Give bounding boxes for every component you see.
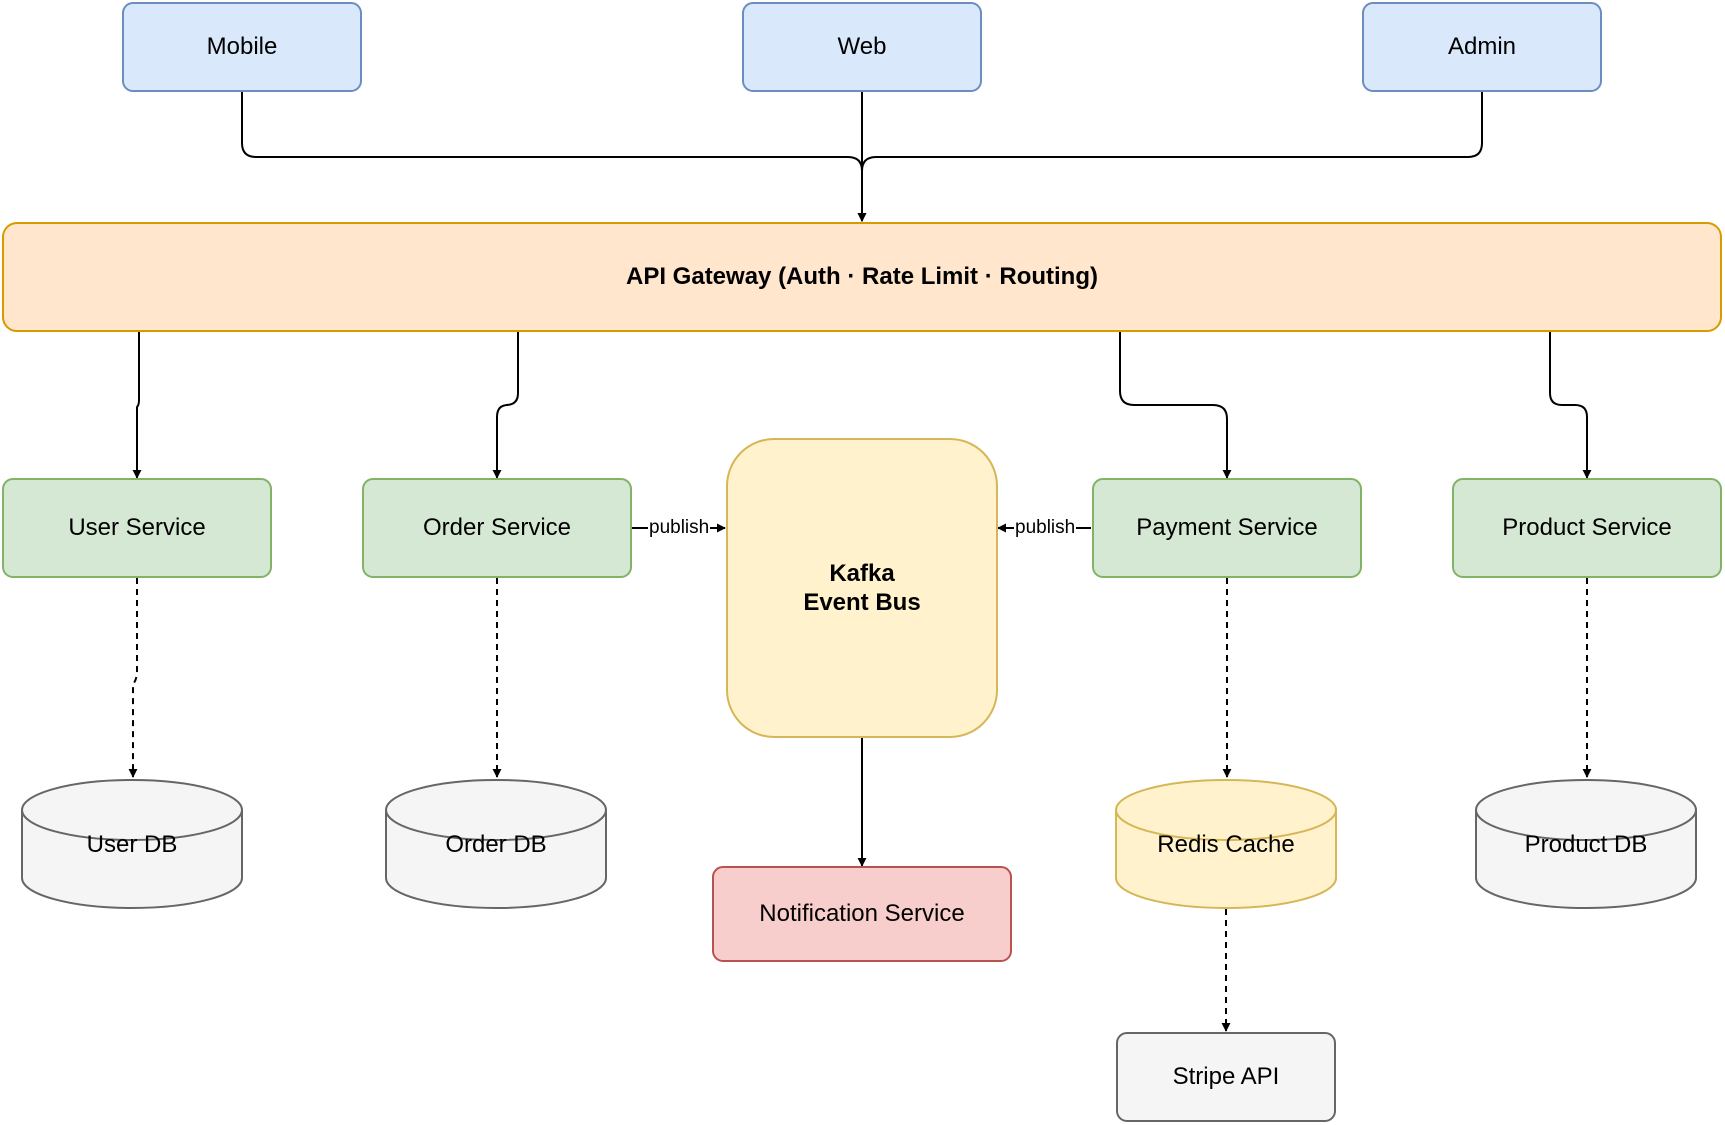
edge-gateway-to-order-service <box>492 332 519 479</box>
edge-gateway-to-user-service <box>132 332 142 479</box>
redis-cache-label: Redis Cache <box>1157 831 1295 858</box>
order-service[interactable]: Order Service <box>362 478 632 578</box>
user-service[interactable]: User Service <box>2 478 272 578</box>
redis-cache-cylinder <box>1115 779 1337 909</box>
order-db-label: Order DB <box>445 831 547 858</box>
product-service-label: Product Service <box>1502 514 1672 541</box>
api-gateway[interactable]: API Gateway (Auth · Rate Limit · Routing… <box>2 222 1722 332</box>
stripe-api[interactable]: Stripe API <box>1116 1032 1336 1122</box>
order-db-cylinder <box>385 779 607 909</box>
api-gateway-label: API Gateway (Auth · Rate Limit · Routing… <box>626 263 1098 290</box>
admin-client-label: Admin <box>1447 33 1517 60</box>
mobile-client[interactable]: Mobile <box>122 2 362 92</box>
payment-service-label: Payment Service <box>1136 514 1318 541</box>
edge-admin-to-gateway <box>857 92 1483 222</box>
edge-gateway-to-product-service <box>1549 332 1592 479</box>
user-db-label: User DB <box>86 831 178 858</box>
edge-mobile-to-gateway <box>241 92 867 222</box>
web-client[interactable]: Web <box>742 2 982 92</box>
kafka-label-line2: Event Bus <box>803 589 921 616</box>
notification-service-label: Notification Service <box>759 900 965 927</box>
web-client-label: Web <box>837 33 887 60</box>
product-db-label: Product DB <box>1524 831 1648 858</box>
order-service-label: Order Service <box>422 514 572 541</box>
product-db-cylinder <box>1475 779 1697 909</box>
stripe-api-label: Stripe API <box>1172 1063 1280 1090</box>
product-service[interactable]: Product Service <box>1452 478 1722 578</box>
kafka-event-bus[interactable]: Kafka Event Bus <box>726 438 998 738</box>
edge-user-service-to-user-db <box>128 578 138 778</box>
payment-service[interactable]: Payment Service <box>1092 478 1362 578</box>
order-publish-label: publish <box>648 517 711 539</box>
edge-gateway-to-payment-service <box>1119 332 1232 479</box>
admin-client[interactable]: Admin <box>1362 2 1602 92</box>
notification-service[interactable]: Notification Service <box>712 866 1012 962</box>
user-db-cylinder <box>21 779 243 909</box>
user-service-label: User Service <box>68 514 206 541</box>
mobile-client-label: Mobile <box>206 33 278 60</box>
payment-publish-label: publish <box>1014 517 1077 539</box>
kafka-label-line1: Kafka <box>829 560 895 587</box>
